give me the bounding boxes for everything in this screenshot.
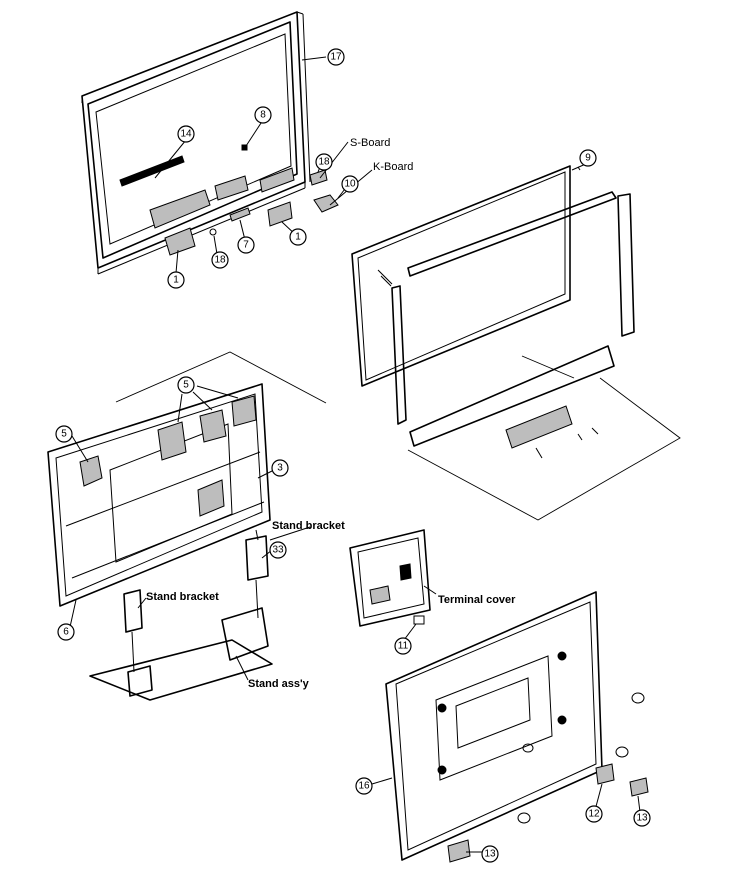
callout-9: 9 — [579, 149, 597, 167]
callout-5-top: 5 — [177, 376, 195, 394]
svg-text:9: 9 — [585, 153, 591, 164]
label-stand-bracket-left: Stand bracket — [146, 591, 219, 603]
callout-12: 12 — [585, 805, 603, 823]
callout-1-left: 1 — [167, 271, 185, 289]
svg-text:13: 13 — [636, 813, 648, 824]
callout-18-bottom: 18 — [211, 251, 229, 269]
callout-11: 11 — [394, 637, 412, 655]
label-stand-bracket-right: Stand bracket — [272, 520, 345, 532]
callout-6: 6 — [57, 623, 75, 641]
svg-text:33: 33 — [272, 545, 284, 556]
callout-33: 33 — [269, 541, 287, 559]
terminal-cover-part — [349, 529, 437, 641]
svg-text:8: 8 — [260, 110, 266, 121]
callout-13-right: 13 — [633, 809, 651, 827]
callout-5-left: 5 — [55, 425, 73, 443]
callout-3: 3 — [271, 459, 289, 477]
callout-1-right: 1 — [289, 228, 307, 246]
chassis — [47, 351, 327, 628]
svg-text:13: 13 — [484, 849, 496, 860]
callout-16: 16 — [355, 777, 373, 795]
front-cabinet — [81, 11, 339, 275]
callout-13-bottom: 13 — [481, 845, 499, 863]
svg-text:18: 18 — [214, 255, 226, 266]
label-s-board: S-Board — [350, 137, 390, 149]
svg-text:3: 3 — [277, 463, 283, 474]
svg-text:14: 14 — [180, 129, 192, 140]
svg-text:1: 1 — [295, 232, 301, 243]
svg-text:7: 7 — [243, 240, 249, 251]
callout-17: 17 — [327, 48, 345, 66]
svg-text:18: 18 — [318, 157, 330, 168]
callout-10: 10 — [341, 175, 359, 193]
callout-14: 14 — [177, 125, 195, 143]
svg-text:10: 10 — [344, 179, 356, 190]
callout-7: 7 — [237, 236, 255, 254]
svg-text:17: 17 — [330, 52, 342, 63]
svg-text:12: 12 — [588, 809, 600, 820]
callout-18-top: 18 — [315, 153, 333, 171]
svg-text:6: 6 — [63, 627, 69, 638]
label-stand-assy: Stand ass'y — [248, 678, 310, 690]
svg-text:5: 5 — [183, 380, 189, 391]
callout-8: 8 — [254, 106, 272, 124]
rear-cabinet — [371, 591, 649, 863]
svg-text:1: 1 — [173, 275, 179, 286]
svg-text:16: 16 — [358, 781, 370, 792]
stand-parts — [89, 526, 311, 701]
panel-glass — [351, 162, 681, 521]
svg-text:5: 5 — [61, 429, 67, 440]
svg-text:11: 11 — [398, 641, 409, 652]
label-k-board: K-Board — [373, 161, 413, 173]
label-terminal-cover: Terminal cover — [438, 594, 516, 606]
